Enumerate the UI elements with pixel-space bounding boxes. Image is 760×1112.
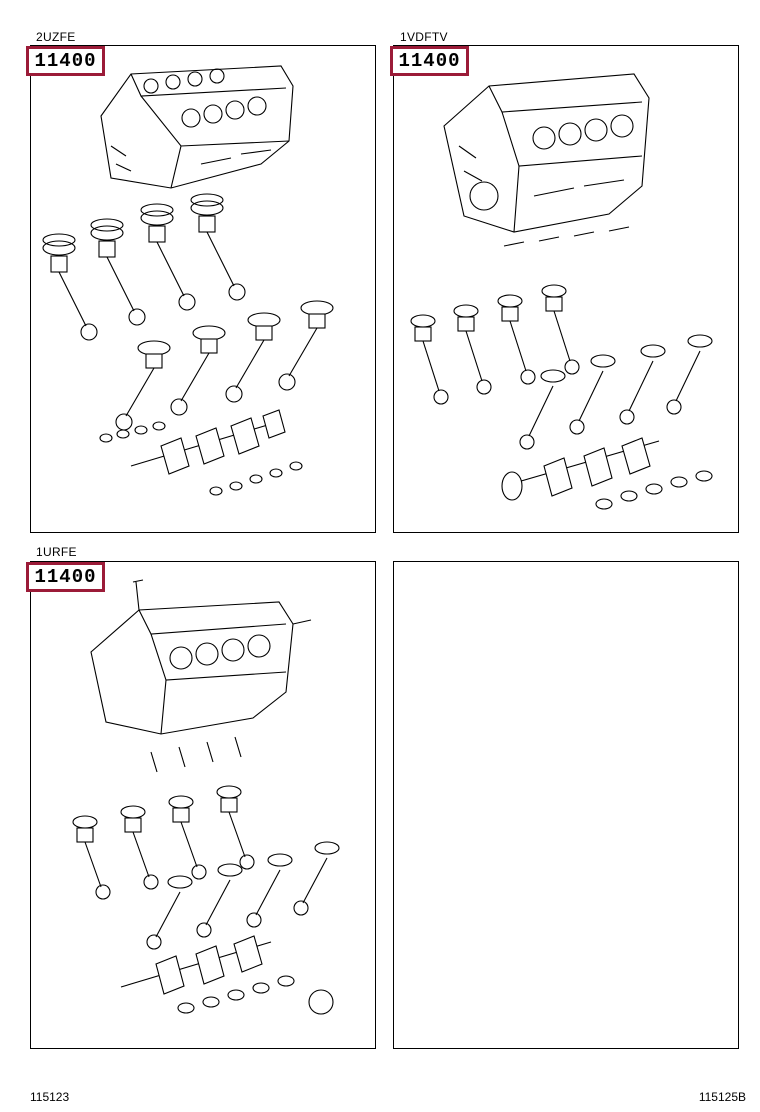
part-number-button-2uzfe[interactable]: 11400: [26, 46, 105, 76]
crankshaft-illustration: [501, 437, 713, 510]
crankshaft-illustration: [120, 935, 334, 1015]
cylinder-block-illustration: [443, 73, 650, 233]
cylinder-block-illustration: [100, 65, 294, 189]
footer-left-code: 115123: [30, 1090, 70, 1104]
piston-rod-set-illustration: [42, 193, 334, 431]
empty-panel: [393, 561, 739, 1049]
panel-2uzfe: [30, 45, 376, 533]
part-number-button-1vdftv[interactable]: 11400: [390, 46, 469, 76]
engine-block-diagram-1urfe: [72, 579, 340, 1015]
part-number-button-1urfe[interactable]: 11400: [26, 562, 105, 592]
crankshaft-illustration: [99, 409, 303, 496]
engine-label-2uzfe: 2UZFE: [36, 30, 76, 44]
engine-label-1urfe: 1URFE: [36, 545, 77, 559]
cylinder-block-illustration: [90, 579, 312, 735]
engine-label-1vdftv: 1VDFTV: [400, 30, 448, 44]
panel-1urfe: [30, 561, 376, 1049]
piston-rod-set-illustration: [410, 226, 713, 450]
piston-rod-set-illustration: [72, 736, 340, 950]
footer-right-code: 115125B: [698, 1090, 746, 1104]
engine-block-diagram-2uzfe: [42, 65, 334, 496]
engine-block-diagram-1vdftv: [410, 73, 713, 510]
panel-1vdftv: [393, 45, 739, 533]
